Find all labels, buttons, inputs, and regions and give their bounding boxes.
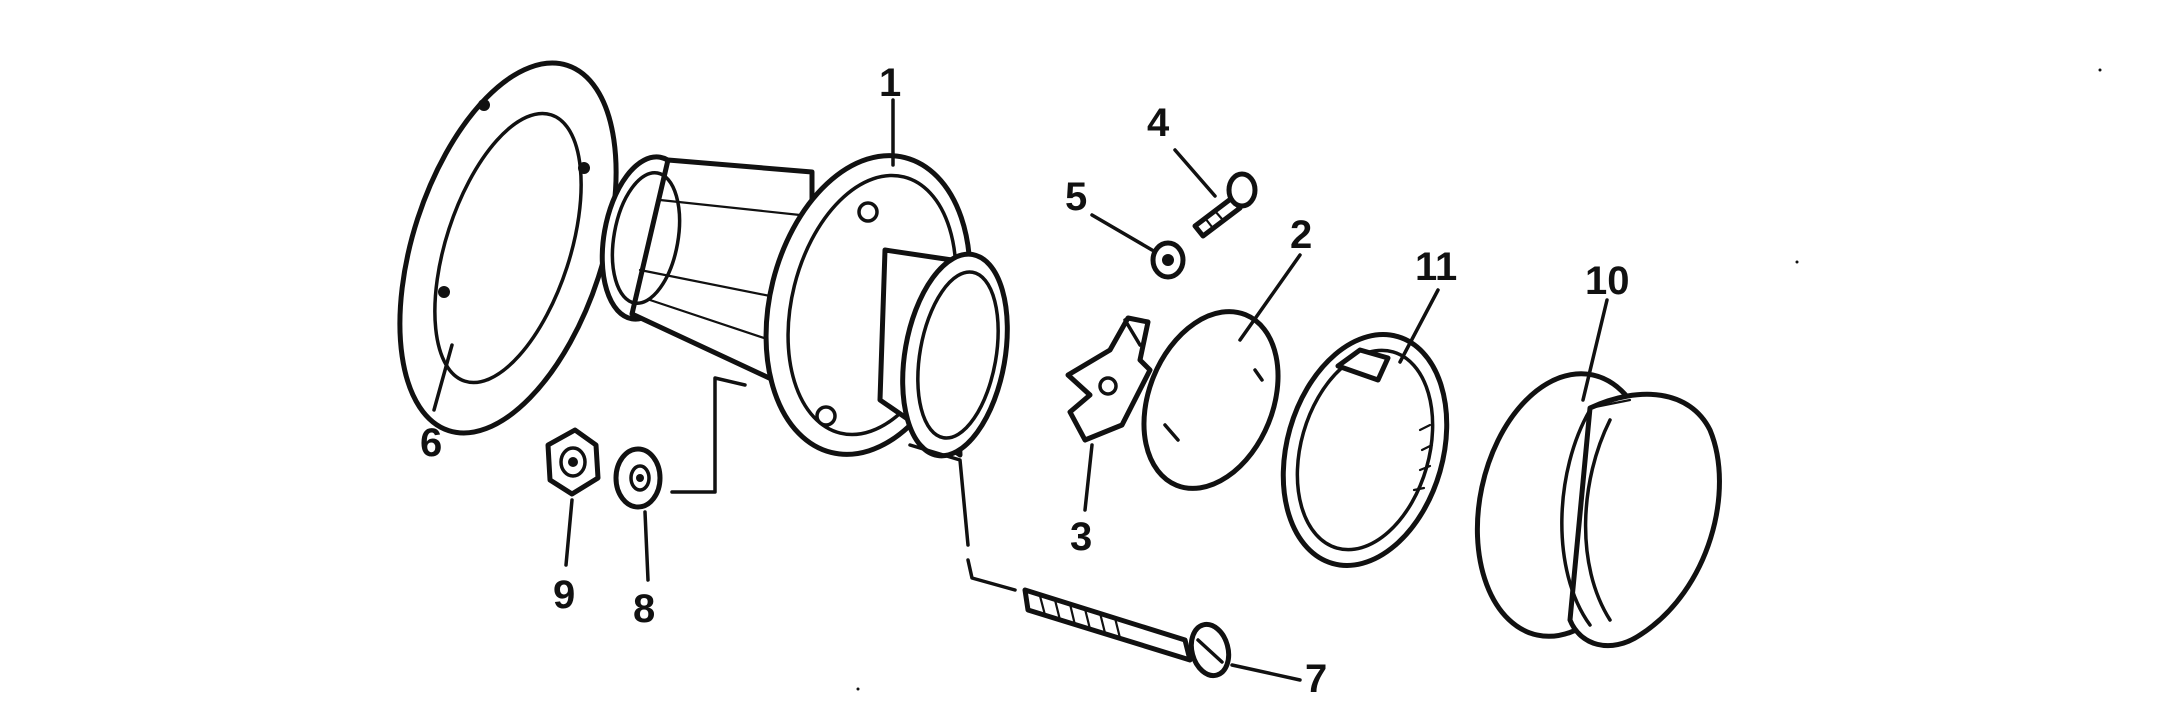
- callout-1: 1: [879, 61, 901, 105]
- leader-4: [1173, 148, 1217, 198]
- part-5-nut: [1150, 240, 1186, 280]
- leader-6: [432, 343, 454, 412]
- leader-lines: [432, 98, 1609, 682]
- leader-8: [643, 510, 650, 582]
- leader-9: [564, 498, 574, 567]
- part-6-gasket: [397, 60, 619, 436]
- leader-5: [1090, 213, 1154, 252]
- leader-10: [1581, 298, 1609, 402]
- part-4-small-screw: [1192, 171, 1258, 239]
- part-2-snap-ring: [1141, 309, 1281, 491]
- assembly-guide-lines: [670, 376, 1017, 592]
- callout-11: 11: [1415, 245, 1457, 289]
- part-8-lock-washer: [613, 446, 663, 510]
- part-7-screw: [1022, 587, 1232, 679]
- callout-5: 5: [1065, 175, 1087, 219]
- part-3-bracket: [1065, 315, 1153, 443]
- part-9-hex-nut: [545, 427, 601, 497]
- callout-4: 4: [1147, 101, 1170, 145]
- leader-2: [1238, 253, 1302, 342]
- callout-6: 6: [420, 421, 442, 465]
- callout-labels: 1 2 3 4 5 6 7 8 9 10 11: [420, 61, 1630, 701]
- callout-7: 7: [1305, 657, 1327, 701]
- callout-8: 8: [633, 587, 655, 631]
- leader-3: [1083, 443, 1094, 512]
- scan-specks: [856, 68, 2102, 691]
- callout-10: 10: [1585, 259, 1630, 303]
- part-11-hose-clamp: [1280, 332, 1450, 568]
- leader-11: [1398, 288, 1440, 364]
- callout-9: 9: [553, 573, 575, 617]
- part-10-exhaust-cover: [1474, 371, 1722, 649]
- leader-7: [1230, 663, 1302, 682]
- callout-3: 3: [1070, 515, 1092, 559]
- part-1-through-hull-fitting: [599, 153, 1010, 459]
- callout-2: 2: [1290, 213, 1312, 257]
